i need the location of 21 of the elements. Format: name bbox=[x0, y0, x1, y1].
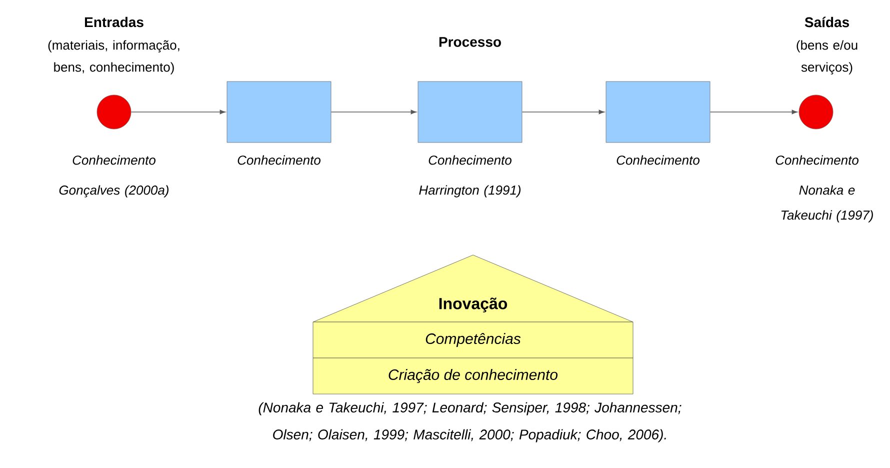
caption-text: Conhecimento bbox=[616, 155, 700, 165]
caption-text: Conhecimento bbox=[776, 155, 858, 165]
reference-text: (Nonaka e Takeuchi, 1997; Leonard; Sensiper, 1998; Johannessen; Olsen; Olaisen, 1999; Mascitelli, 2000; Popadiuk; Choo, 2006). bbox=[258, 402, 682, 442]
heading: Entradas bbox=[85, 16, 144, 28]
citation: Nonaka e Takeuchi (1997) bbox=[781, 185, 873, 222]
roof-triangle: Inovação bbox=[312, 254, 634, 322]
caption-text: Conhecimento bbox=[238, 155, 320, 165]
heading: Saídas bbox=[804, 16, 849, 28]
heading: Processo bbox=[439, 37, 501, 47]
citation: Harrington (1991) bbox=[419, 185, 521, 198]
arrow bbox=[710, 110, 798, 114]
arrow bbox=[522, 110, 604, 114]
arrow bbox=[330, 110, 416, 114]
description: (materiais, informação, bens, conhecimento) bbox=[48, 40, 180, 74]
caption-text: Conhecimento bbox=[72, 155, 156, 165]
caption-text: Conhecimento bbox=[428, 155, 512, 165]
description: (bens e/ou serviços) bbox=[796, 40, 858, 74]
layer-box: Competências bbox=[312, 322, 634, 358]
citation: Gonçalves (2000a) bbox=[59, 185, 168, 198]
arrow bbox=[130, 110, 226, 114]
layer-box: Criação de conhecimento bbox=[312, 358, 634, 394]
